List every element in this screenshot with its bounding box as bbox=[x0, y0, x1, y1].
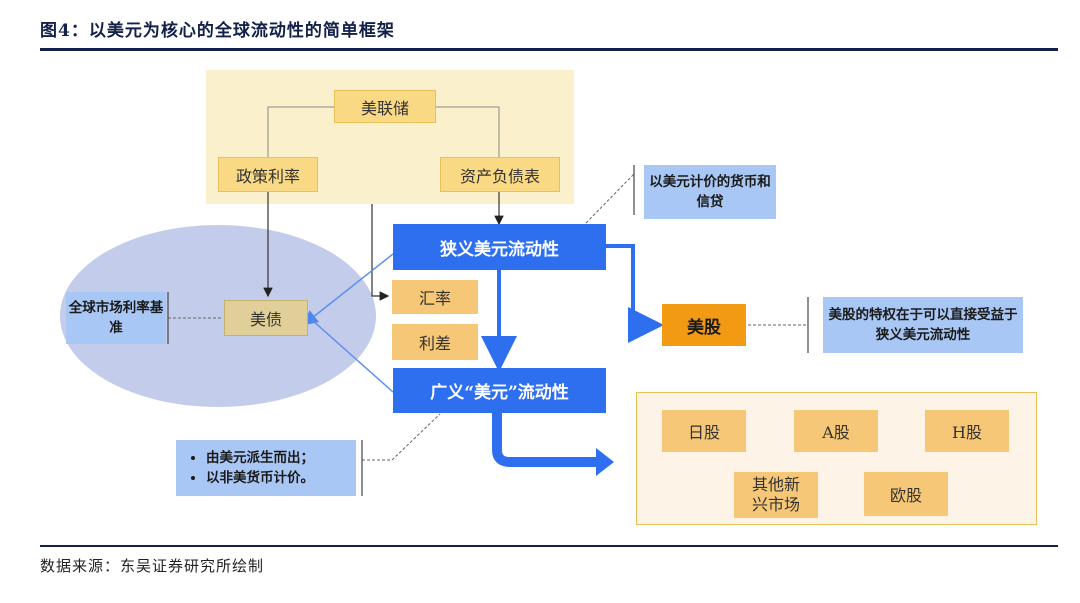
narrow-to-usstocks-arrow bbox=[606, 244, 664, 343]
treasury-node: 美债 bbox=[224, 300, 308, 336]
broad-to-treasury-line bbox=[311, 319, 394, 393]
fed-to-fx-arrow bbox=[371, 204, 390, 301]
broad-to-global-arrow bbox=[492, 413, 596, 467]
broad-to-global-arrowhead bbox=[596, 448, 614, 476]
footer-rule bbox=[40, 545, 1058, 547]
global-benchmark-note: 全球市场利率基准 bbox=[66, 292, 166, 344]
figure-title: 图4：以美元为核心的全球流动性的简单框架 bbox=[40, 21, 395, 41]
broad-liquidity-note: 由美元派生而出； 以非美货币计价。 bbox=[176, 440, 356, 496]
a-shares-node: A股 bbox=[794, 410, 878, 452]
japan-stocks-node: 日股 bbox=[662, 410, 746, 452]
policy-rate-node: 政策利率 bbox=[218, 157, 318, 192]
narrow-to-treasury-line bbox=[302, 253, 394, 326]
usd-priced-note: 以美元计价的货币和信贷 bbox=[644, 165, 776, 219]
title-rule bbox=[40, 48, 1058, 51]
note-brackets bbox=[167, 165, 809, 496]
broad-note-bullet: 以非美货币计价。 bbox=[206, 468, 314, 488]
broad-note-bullets: 由美元派生而出； 以非美货币计价。 bbox=[188, 448, 314, 488]
source-note: 数据来源：东吴证券研究所绘制 bbox=[40, 557, 265, 575]
narrow-liquidity-node: 狭义美元流动性 bbox=[393, 224, 606, 270]
em-stocks-node: 其他新兴市场 bbox=[734, 472, 818, 518]
us-stocks-node: 美股 bbox=[662, 304, 746, 346]
fed-tree-lines bbox=[267, 106, 500, 158]
euro-stocks-node: 欧股 bbox=[864, 472, 948, 516]
balance-sheet-node: 资产负债表 bbox=[440, 157, 560, 192]
note-leaders bbox=[168, 173, 808, 461]
us-stock-privilege-note: 美股的特权在于可以直接受益于狭义美元流动性 bbox=[823, 297, 1023, 353]
h-shares-node: H股 bbox=[925, 410, 1009, 452]
rate-spread-node: 利差 bbox=[392, 324, 478, 360]
fx-rate-node: 汇率 bbox=[392, 280, 478, 314]
fed-node: 美联储 bbox=[334, 90, 436, 123]
broad-liquidity-node: 广义“美元”流动性 bbox=[393, 368, 606, 413]
broad-note-bullet: 由美元派生而出； bbox=[206, 448, 314, 468]
